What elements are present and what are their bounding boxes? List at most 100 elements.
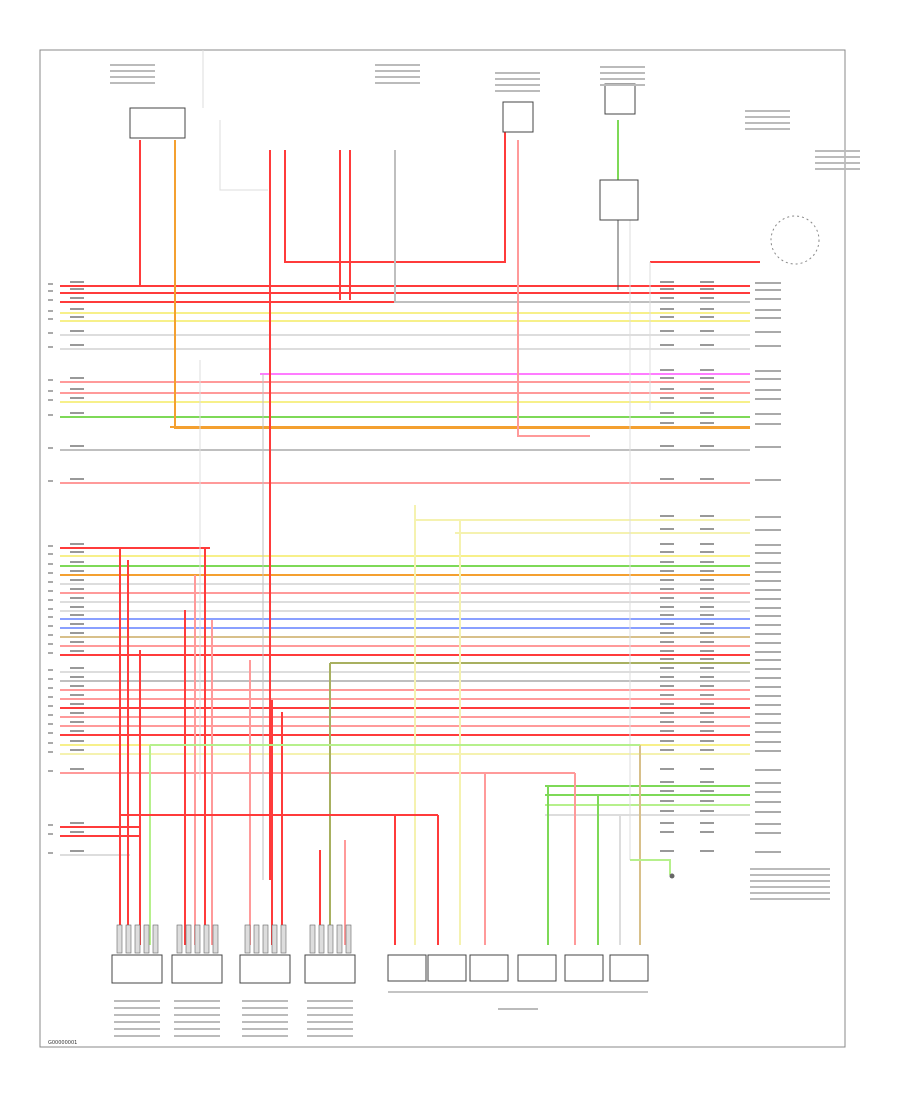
label-mark [700,422,714,424]
caption-mark [495,84,540,86]
pin-number-mark [48,553,53,555]
label-mark [660,712,674,714]
caption-mark [750,874,830,876]
pin-number-mark [48,824,53,826]
pin-name-mark [755,659,781,661]
label-mark [70,330,84,332]
label-mark [700,588,714,590]
feed-wire [60,140,141,287]
label-mark [70,822,84,824]
label-mark [70,478,84,480]
pin-name-mark [755,370,781,372]
label-mark [660,377,674,379]
pin-number-mark [48,625,53,627]
terminal [253,924,260,954]
pin-name-mark [755,642,781,644]
caption-mark [174,1007,220,1009]
label-mark [660,308,674,310]
label-mark [660,658,674,660]
label-mark [700,850,714,852]
label-mark [700,412,714,414]
feed-wire [394,150,750,303]
label-mark [700,749,714,751]
pin-name-mark [755,309,781,311]
pin-name-mark [755,695,781,697]
pin-number-mark [48,390,53,392]
pin-number-mark [48,732,53,734]
label-mark [70,694,84,696]
label-mark [700,388,714,390]
pin-name-mark [755,552,781,554]
pin-name-mark [755,516,781,518]
pin-name-mark [755,668,781,670]
terminal [309,924,316,954]
pin-number-mark [48,714,53,716]
label-mark [70,667,84,669]
label-mark [700,288,714,290]
label-mark [700,281,714,283]
pin-number-mark [48,399,53,401]
label-mark [700,768,714,770]
label-mark [70,703,84,705]
caption-mark [174,1000,220,1002]
fuel-injector [387,954,427,982]
pin-number-mark [48,652,53,654]
label-mark [700,790,714,792]
pin-name-mark [755,298,781,300]
label-mark [70,288,84,290]
caption-mark [745,122,790,124]
caption-mark [750,898,830,900]
pin-name-mark [755,713,781,715]
pin-name-mark [755,423,781,425]
label-mark [70,297,84,299]
pin-name-mark [755,446,781,448]
terminal [125,924,132,954]
fuel-injector [517,954,557,982]
label-mark [70,749,84,751]
feed-wire [174,140,750,429]
label-mark [660,561,674,563]
label-mark [660,641,674,643]
pin-number-mark [48,599,53,601]
label-mark [70,397,84,399]
pin-name-mark [755,801,781,803]
label-mark [660,422,674,424]
caption-mark [815,156,860,158]
caption-mark [242,1035,288,1037]
pin-number-mark [48,751,53,753]
label-mark [700,570,714,572]
caption-mark [307,1007,353,1009]
pin-name-mark [755,389,781,391]
label-mark [660,614,674,616]
caption-mark [745,116,790,118]
label-mark [70,685,84,687]
feed-wire [517,140,590,437]
label-mark [70,412,84,414]
label-mark [660,749,674,751]
caption-mark [307,1021,353,1023]
label-mark [70,614,84,616]
pin-name-mark [755,544,781,546]
caption-mark [174,1028,220,1030]
pin-name-mark [755,479,781,481]
pin-number-mark [48,696,53,698]
caption-mark [242,1028,288,1030]
caption-mark [114,1021,160,1023]
caption-mark [114,1014,160,1016]
pin-name-mark [755,607,781,609]
label-mark [700,528,714,530]
label-mark [70,551,84,553]
label-mark [700,703,714,705]
label-mark [660,810,674,812]
pin-number-mark [48,705,53,707]
terminal [262,924,269,954]
pin-name-mark [755,791,781,793]
connector-box [171,954,223,984]
pin-name-mark [755,624,781,626]
label-mark [700,330,714,332]
label-mark [700,543,714,545]
pin-number-mark [48,581,53,583]
label-mark [660,397,674,399]
pin-name-mark [755,589,781,591]
